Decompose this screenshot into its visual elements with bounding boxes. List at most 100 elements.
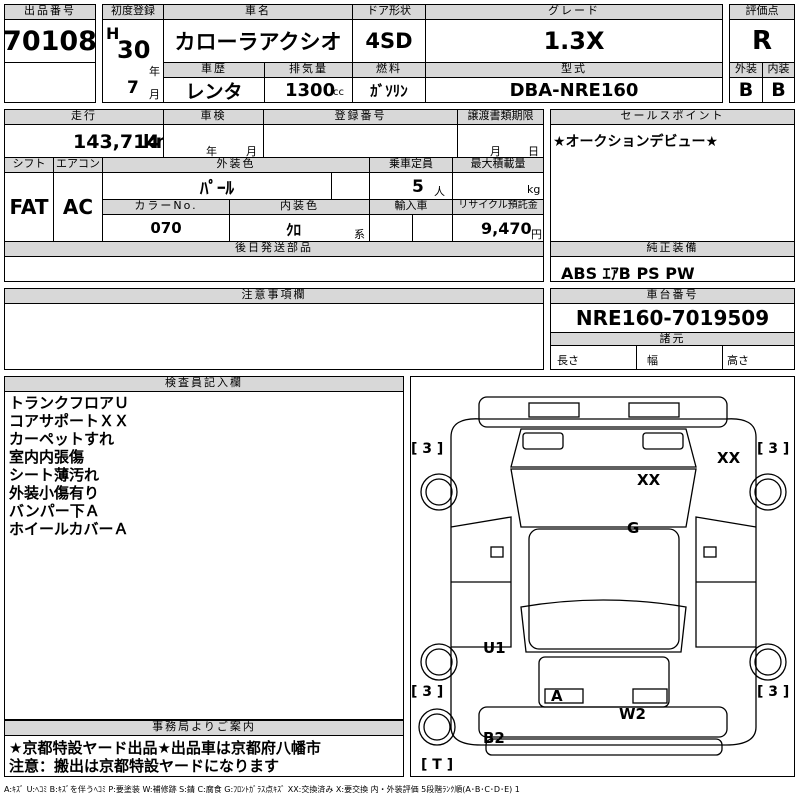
- inspector-line: バンパー下Ａ: [9, 502, 100, 520]
- shift-value: FAT: [4, 172, 54, 242]
- displacement-box: 1300 cc: [264, 77, 353, 103]
- model-label: 型式: [425, 62, 723, 78]
- door-label: ドア形状: [352, 4, 426, 20]
- first-reg-box: H 30 年 7 月: [102, 19, 164, 103]
- ac-value: AC: [53, 172, 103, 242]
- import-label: 輸入車: [369, 199, 453, 215]
- notes-label: 注意事項欄: [4, 288, 544, 304]
- displacement-label: 排気量: [264, 62, 353, 78]
- recycle-unit: 円: [531, 228, 542, 241]
- interior-label: 内装: [762, 62, 795, 78]
- mark-xx-front: XX: [637, 471, 661, 489]
- office-line: ★京都特設ヤード出品★出品車は京都府八幡市: [9, 739, 321, 757]
- sales-point-text: ★オークションデビュー★: [553, 134, 719, 150]
- displacement-unit: cc: [333, 87, 344, 98]
- inspector-box: トランクフロアＵ コアサポートＸＸ カーペットすれ 室内内張傷 シート薄汚れ 外…: [4, 391, 404, 720]
- first-reg-month-unit: 月: [149, 88, 160, 101]
- damage-diagram: XX XX G U1 A W2 B2 [ 3 ] [ 3 ] [ 3 ] [ 3…: [410, 376, 795, 777]
- transfer-month-unit: 月: [490, 145, 501, 158]
- office-lines: ★京都特設ヤード出品★出品車は京都府八幡市 注意：搬出は京都特設ヤードになります: [9, 739, 321, 775]
- car-outline: [418, 396, 787, 756]
- office-label: 事務局よりご案内: [4, 720, 404, 736]
- inspector-line: 外装小傷有り: [9, 484, 100, 502]
- lot-no-blank: [4, 62, 96, 103]
- mileage-label: 走行: [4, 109, 164, 125]
- import-box-b: [412, 214, 453, 242]
- color-no-value: 070: [102, 214, 230, 242]
- load-box: kg: [452, 172, 544, 200]
- color-sub: [331, 172, 370, 200]
- notes-box: [4, 303, 544, 370]
- mileage-box: 143,714 km: [4, 124, 164, 158]
- first-reg-era: H: [106, 24, 120, 43]
- later-parts-label: 後日発送部品: [4, 241, 544, 257]
- first-reg-year: 30: [117, 36, 151, 64]
- inspection-year-unit: 年: [206, 145, 217, 158]
- sales-point-label: セールスポイント: [550, 109, 795, 125]
- tire-rear-right: [ 3 ]: [757, 684, 790, 700]
- transfer-day-unit: 日: [528, 145, 539, 158]
- first-reg-month: 7: [127, 78, 139, 98]
- recycle-label: リサイクル預託金: [452, 199, 544, 215]
- mark-g: G: [627, 519, 640, 537]
- int-color-unit: 系: [354, 228, 365, 241]
- mark-b2: B2: [483, 729, 505, 747]
- int-color-box: ｸﾛ 系: [229, 214, 370, 242]
- car-name-label: 車名: [163, 4, 353, 20]
- exterior-label: 外装: [729, 62, 763, 78]
- inspector-line: トランクフロアＵ: [9, 394, 130, 412]
- door-value: 4SD: [352, 19, 426, 63]
- fuel-label: 燃料: [352, 62, 426, 78]
- grade-value: 1.3X: [425, 19, 723, 63]
- capacity-box: 5 人: [369, 172, 453, 200]
- office-line: 注意：搬出は京都特設ヤードになります: [9, 757, 280, 775]
- first-reg-label: 初度登録: [102, 4, 164, 20]
- interior-value: B: [762, 77, 795, 103]
- history-label: 車歴: [163, 62, 265, 78]
- equipment-label: 純正装備: [550, 241, 795, 257]
- reg-no-label: 登録番号: [263, 109, 458, 125]
- history-value: レンタ: [163, 77, 265, 103]
- import-box-a: [369, 214, 413, 242]
- mark-a: A: [551, 687, 563, 705]
- mileage-unit: km: [143, 131, 163, 153]
- recycle-value: 9,470: [481, 219, 532, 238]
- tire-front-right: [ 3 ]: [757, 441, 790, 457]
- lot-no-value: 70108: [4, 19, 96, 63]
- load-unit: kg: [527, 183, 541, 196]
- color-no-label: カラーNo.: [102, 199, 230, 215]
- color-label: 外装色: [102, 157, 370, 173]
- spec-length-label: 長さ: [557, 354, 579, 367]
- mark-u1: U1: [483, 639, 506, 657]
- fuel-value: ｶﾞｿﾘﾝ: [352, 77, 426, 103]
- exterior-value: B: [729, 77, 763, 103]
- capacity-unit: 人: [434, 185, 445, 198]
- inspector-line: カーペットすれ: [9, 430, 115, 448]
- first-reg-year-unit: 年: [149, 65, 160, 78]
- grade-label: グレード: [425, 4, 723, 20]
- inspector-line: 室内内張傷: [9, 448, 85, 466]
- car-name-value: カローラアクシオ: [163, 19, 353, 63]
- office-box: ★京都特設ヤード出品★出品車は京都府八幡市 注意：搬出は京都特設ヤードになります: [4, 735, 404, 777]
- load-label: 最大積載量: [452, 157, 544, 173]
- transfer-label: 譲渡書類期限: [457, 109, 544, 125]
- inspector-line: コアサポートＸＸ: [9, 412, 130, 430]
- recycle-box: 9,470 円: [452, 214, 544, 242]
- ac-label: エアコン: [53, 157, 103, 173]
- model-value: DBA-NRE160: [425, 77, 723, 103]
- chassis-value: NRE160-7019509: [550, 303, 795, 333]
- mileage-value: 143,714: [73, 131, 160, 153]
- score-value: R: [729, 19, 795, 63]
- legend: A:ｷｽﾞ U:ﾍｺﾐ B:ｷｽﾞを伴うﾍｺﾐ P:要塗装 W:補修跡 S:錆 …: [4, 785, 520, 794]
- inspector-line: ホイールカバーＡ: [9, 520, 129, 538]
- score-label: 評価点: [729, 4, 795, 20]
- chassis-label: 車台番号: [550, 288, 795, 304]
- later-parts-box: [4, 256, 544, 282]
- inspection-label: 車検: [163, 109, 264, 125]
- transfer-box: 月 日: [457, 124, 544, 158]
- spec-height-box: 高さ: [722, 345, 795, 370]
- inspector-label: 検査員記入欄: [4, 376, 404, 392]
- spec-length-box: 長さ: [550, 345, 637, 370]
- spec-width-label: 幅: [647, 354, 658, 367]
- sales-point-box: ★オークションデビュー★: [550, 124, 795, 242]
